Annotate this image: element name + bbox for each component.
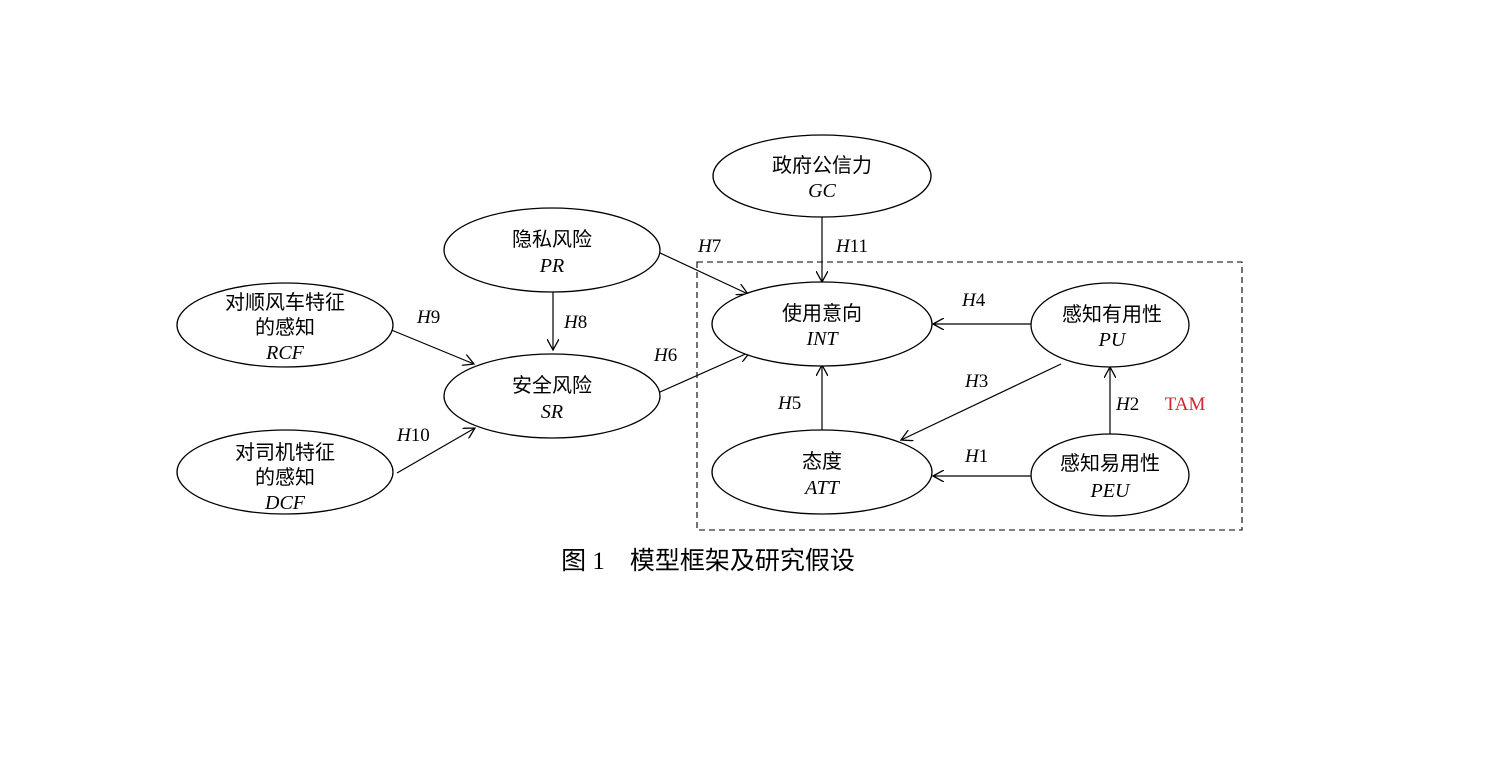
node-pr-label: 隐私风险 [512, 228, 592, 251]
node-rcf-label-line1: 对顺风车特征 [225, 291, 345, 314]
figure-caption: 图 1 模型框架及研究假设 [561, 547, 855, 575]
hypothesis-label-h3: H3 [964, 371, 988, 392]
node-pu-label: 感知有用性 [1062, 303, 1162, 326]
node-att-abbr: ATT [803, 477, 841, 499]
node-pr: 隐私风险 PR [443, 207, 661, 293]
node-peu: 感知易用性 PEU [1030, 433, 1190, 517]
edge-pr-int [657, 251, 748, 294]
node-rcf-label-line2: 的感知 [255, 316, 315, 339]
hypothesis-label-h9: H9 [416, 307, 440, 328]
edge-pu-att [901, 363, 1062, 440]
node-dcf-abbr: DCF [264, 492, 306, 514]
hypothesis-label-h5: H5 [777, 393, 801, 414]
node-pr-abbr: PR [539, 255, 564, 277]
tam-group-label: TAM [1165, 394, 1206, 415]
node-sr: 安全风险 SR [443, 353, 661, 439]
hypothesis-label-h10: H10 [396, 425, 430, 446]
hypothesis-label-h8: H8 [563, 312, 587, 333]
node-peu-label: 感知易用性 [1060, 452, 1160, 475]
node-dcf-label-line2: 的感知 [255, 466, 315, 489]
hypothesis-label-h11: H11 [835, 236, 868, 257]
hypothesis-label-h4: H4 [961, 290, 986, 311]
node-att: 态度 ATT [711, 429, 933, 515]
hypothesis-label-h1: H1 [964, 446, 988, 467]
node-sr-label: 安全风险 [512, 374, 592, 397]
node-pu-abbr: PU [1098, 329, 1127, 351]
node-rcf: 对顺风车特征 的感知 RCF [176, 282, 394, 368]
node-int-abbr: INT [805, 328, 839, 350]
node-pu: 感知有用性 PU [1030, 282, 1190, 368]
node-peu-abbr: PEU [1090, 480, 1131, 502]
node-dcf-label-line1: 对司机特征 [235, 441, 335, 464]
node-att-label: 态度 [802, 450, 842, 473]
node-gc-abbr: GC [808, 180, 836, 202]
node-dcf: 对司机特征 的感知 DCF [176, 429, 394, 515]
edge-sr-int [659, 352, 750, 393]
node-gc-label: 政府公信力 [772, 154, 872, 177]
node-sr-abbr: SR [541, 401, 563, 423]
hypothesis-label-h6: H6 [653, 345, 677, 366]
node-int: 使用意向 INT [711, 281, 933, 367]
edge-rcf-sr [388, 328, 474, 364]
edge-dcf-sr [396, 428, 475, 474]
node-rcf-abbr: RCF [265, 342, 305, 364]
hypothesis-label-h7: H7 [697, 236, 721, 257]
hypothesis-labels: H11 H7 H8 H6 H9 H10 H4 H3 H5 H2 H1 [396, 236, 1139, 467]
edges [388, 217, 1110, 476]
node-gc: 政府公信力 GC [712, 134, 932, 218]
node-int-label: 使用意向 [782, 302, 862, 325]
hypothesis-label-h2: H2 [1115, 394, 1139, 415]
tam-group-box [696, 261, 1243, 531]
